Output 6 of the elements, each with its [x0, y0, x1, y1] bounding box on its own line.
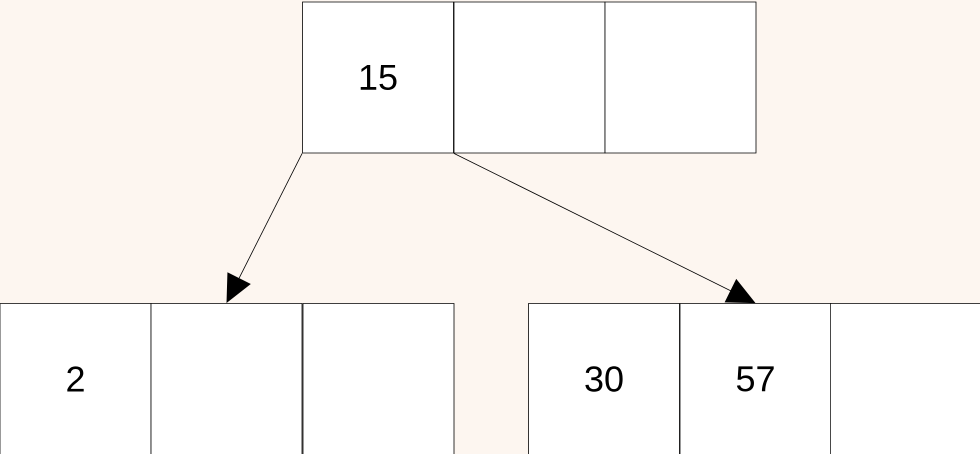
key-cell: 2 [0, 303, 152, 454]
key-cell: 57 [680, 303, 832, 454]
key-cell: 15 [302, 2, 454, 154]
arrow [454, 153, 756, 304]
key-cell: 30 [528, 303, 680, 454]
empty-cell [830, 303, 980, 454]
